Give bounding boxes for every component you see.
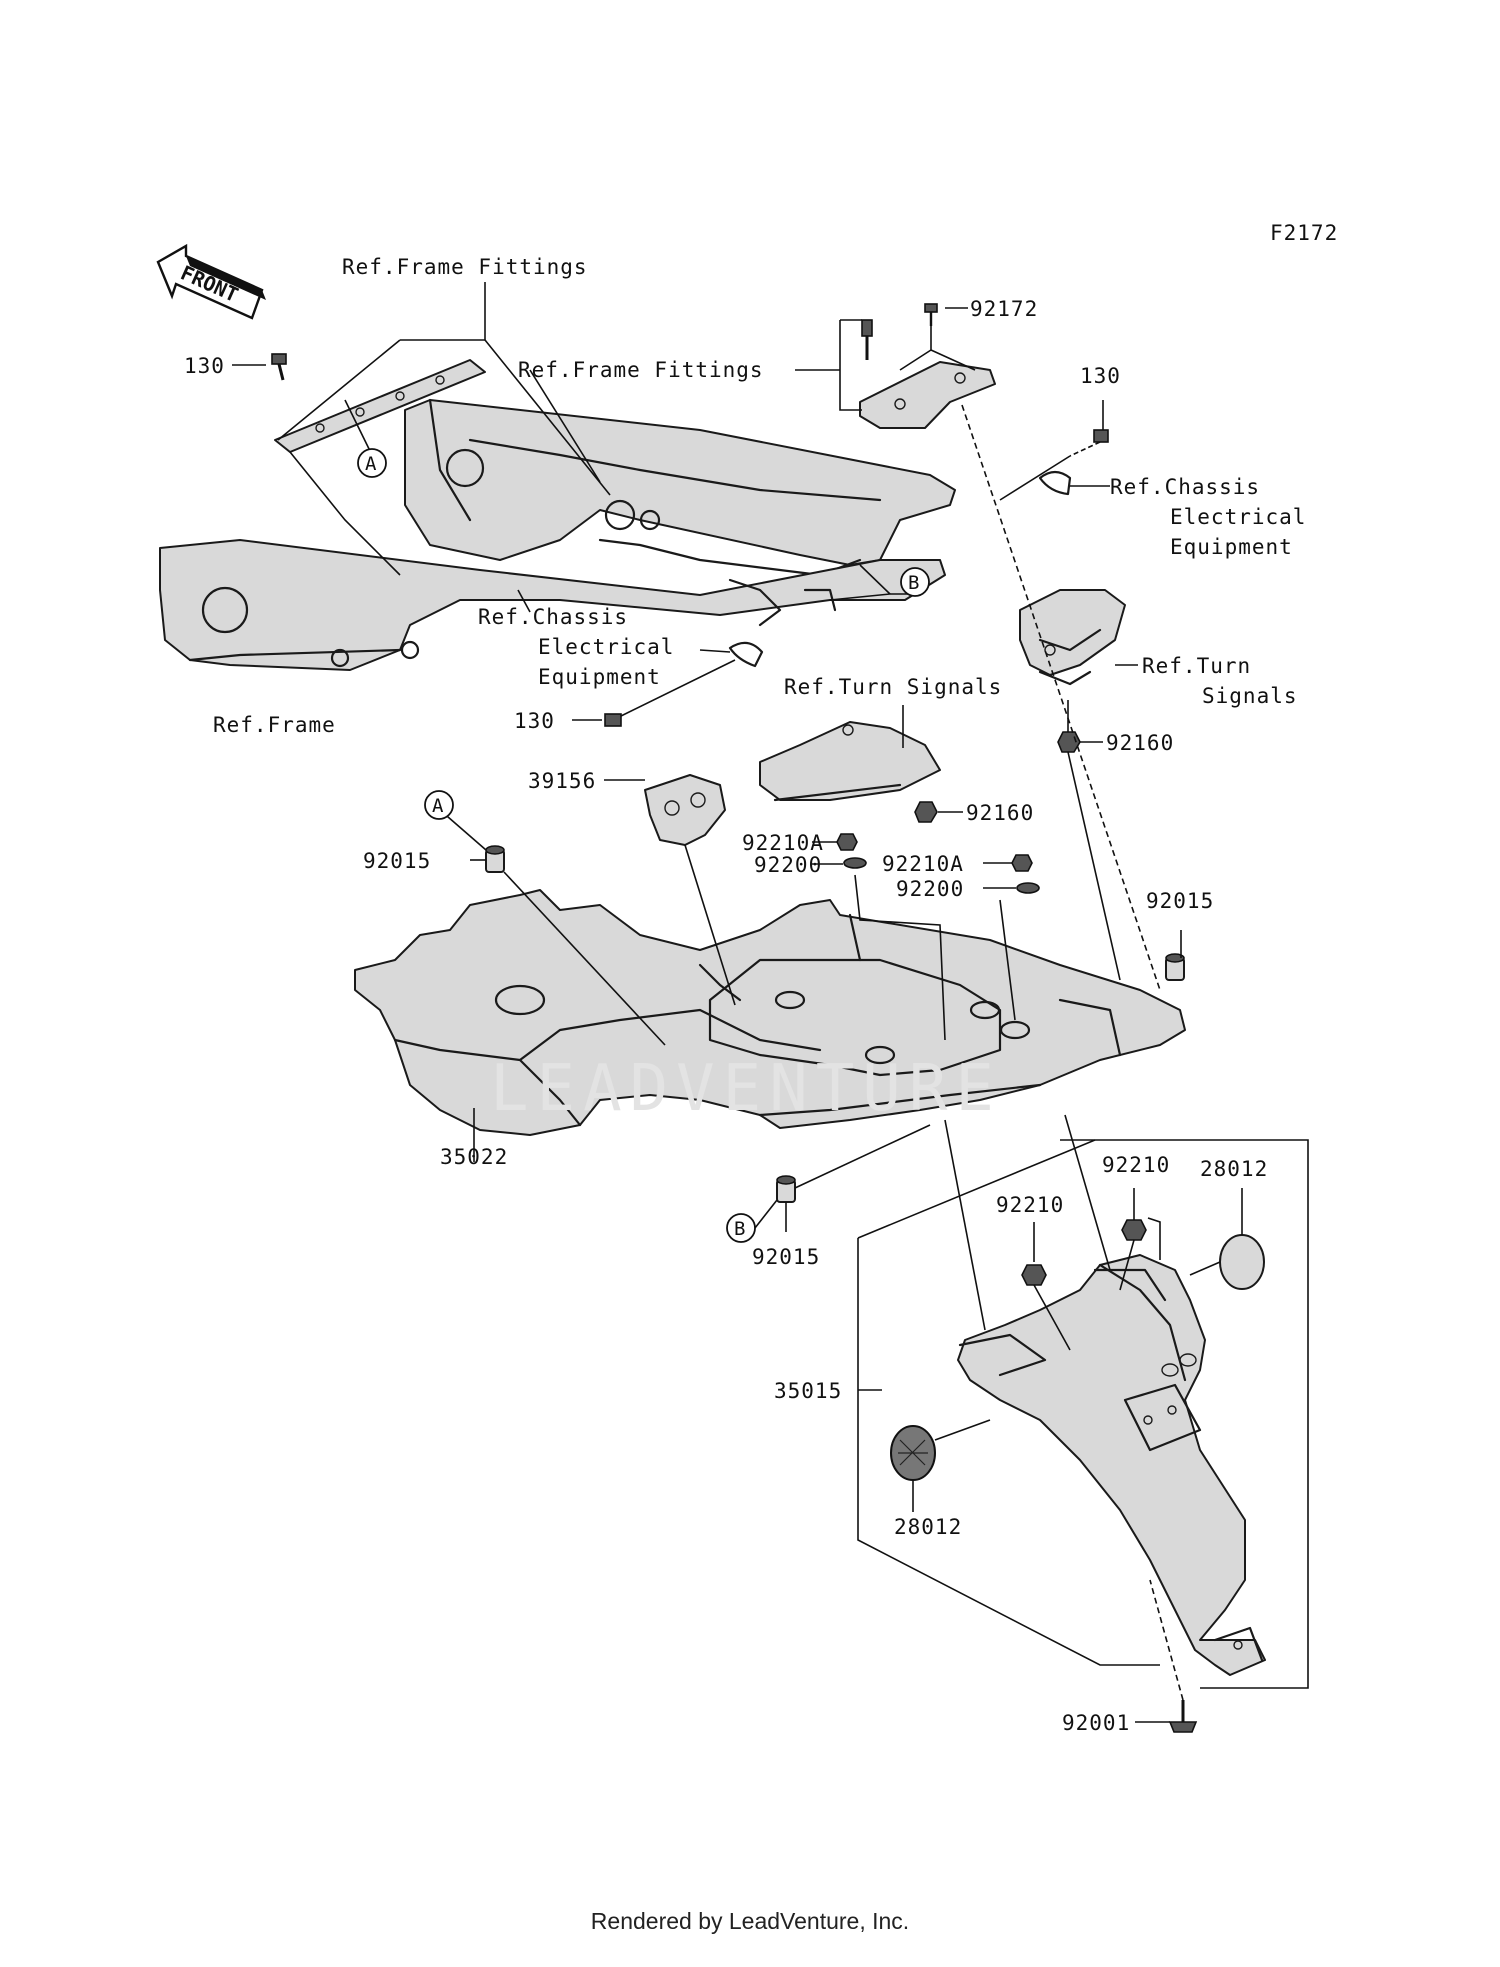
- label-ref-frame-fittings-mid: Ref.Frame Fittings: [518, 358, 764, 382]
- reflector-28012-right-icon: [1219, 1234, 1265, 1290]
- leader-lines: [232, 282, 1309, 1723]
- frame-illustration: [159, 359, 956, 671]
- wire-clamp-left: [728, 641, 764, 668]
- label-ref-turn-right-1: Ref.Turn: [1142, 654, 1251, 678]
- label-ref-chassis-left-2: Electrical: [538, 635, 674, 659]
- part-92015-right: 92015: [1146, 889, 1214, 913]
- part-35022: 35022: [440, 1145, 508, 1169]
- bolt-130-lower-icon: [604, 713, 622, 727]
- label-ref-chassis-right-3: Equipment: [1170, 535, 1293, 559]
- label-ref-turn-right-2: Signals: [1202, 684, 1298, 708]
- label-ref-chassis-right-1: Ref.Chassis: [1110, 475, 1260, 499]
- turn-signal-center: [759, 721, 941, 802]
- part-92210-left: 92210: [996, 1193, 1064, 1217]
- under-tray-35022: [354, 889, 1186, 1136]
- callout-a-top-label: A: [365, 453, 377, 475]
- washer-92200-right-icon: [1016, 882, 1040, 894]
- part-92210-right: 92210: [1102, 1153, 1170, 1177]
- part-28012-right: 28012: [1200, 1157, 1268, 1181]
- part-92200-left: 92200: [754, 853, 822, 877]
- bolt-130-right-icon: [1069, 429, 1109, 457]
- wire-clamp-right: [1038, 470, 1072, 496]
- reflector-28012-left-icon: [890, 1425, 936, 1481]
- front-arrow-icon: FRONT: [156, 243, 266, 320]
- part-130-top-left: 130: [184, 354, 225, 378]
- watermark-text: LEADVENTURE: [490, 1052, 1002, 1126]
- label-ref-chassis-left-3: Equipment: [538, 665, 661, 689]
- nut-92160-center-icon: [914, 801, 938, 823]
- washer-92200-left-icon: [843, 857, 867, 869]
- label-ref-frame-fittings-top: Ref.Frame Fittings: [342, 255, 588, 279]
- nut-92210A-left-icon: [836, 833, 858, 851]
- part-92200-right: 92200: [896, 877, 964, 901]
- callout-a-bottom: A: [424, 790, 454, 820]
- nut-92210-right-icon: [1121, 1219, 1147, 1241]
- callout-b-top: B: [900, 567, 930, 597]
- footer-credit: Rendered by LeadVenture, Inc.: [590, 1908, 910, 1934]
- part-92210A-right: 92210A: [882, 852, 964, 876]
- part-130-lower: 130: [514, 709, 555, 733]
- part-28012-left: 28012: [894, 1515, 962, 1539]
- part-92015-bottom: 92015: [752, 1245, 820, 1269]
- part-92015-left: 92015: [363, 849, 431, 873]
- part-92160-right: 92160: [1106, 731, 1174, 755]
- part-130-right: 130: [1080, 364, 1121, 388]
- pad-39156: [644, 774, 726, 846]
- bolt-130-top-left-icon: [271, 353, 287, 381]
- callout-a-top: A: [357, 448, 387, 478]
- part-92001: 92001: [1062, 1711, 1130, 1735]
- part-35015: 35015: [774, 1379, 842, 1403]
- nut-92210-left-icon: [1021, 1264, 1047, 1286]
- diagram-code: F2172: [1270, 221, 1338, 245]
- collar-92015-bottom-icon: [776, 1175, 796, 1203]
- part-39156: 39156: [528, 769, 596, 793]
- collar-92015-right-icon: [1165, 953, 1185, 981]
- label-ref-chassis-left-1: Ref.Chassis: [478, 605, 628, 629]
- collar-92015-left-icon: [485, 845, 505, 873]
- callout-b-bottom-label: B: [734, 1218, 745, 1240]
- rear-fender-35015: [957, 1254, 1266, 1676]
- screw-92172-icon: [924, 303, 938, 326]
- screw-92001-icon: [1168, 1700, 1198, 1733]
- seat-lock-bracket: [859, 319, 996, 429]
- label-ref-turn-signals-center: Ref.Turn Signals: [784, 675, 1002, 699]
- part-92210A-left: 92210A: [742, 831, 824, 855]
- part-92160-center: 92160: [966, 801, 1034, 825]
- nut-92210A-right-icon: [1011, 854, 1033, 872]
- callout-a-bottom-label: A: [432, 795, 444, 817]
- callout-b-top-label: B: [908, 572, 919, 594]
- turn-signal-right: [1019, 589, 1126, 686]
- part-92172: 92172: [970, 297, 1038, 321]
- label-ref-frame: Ref.Frame: [213, 713, 336, 737]
- callout-b-bottom: B: [726, 1213, 756, 1243]
- label-ref-chassis-right-2: Electrical: [1170, 505, 1306, 529]
